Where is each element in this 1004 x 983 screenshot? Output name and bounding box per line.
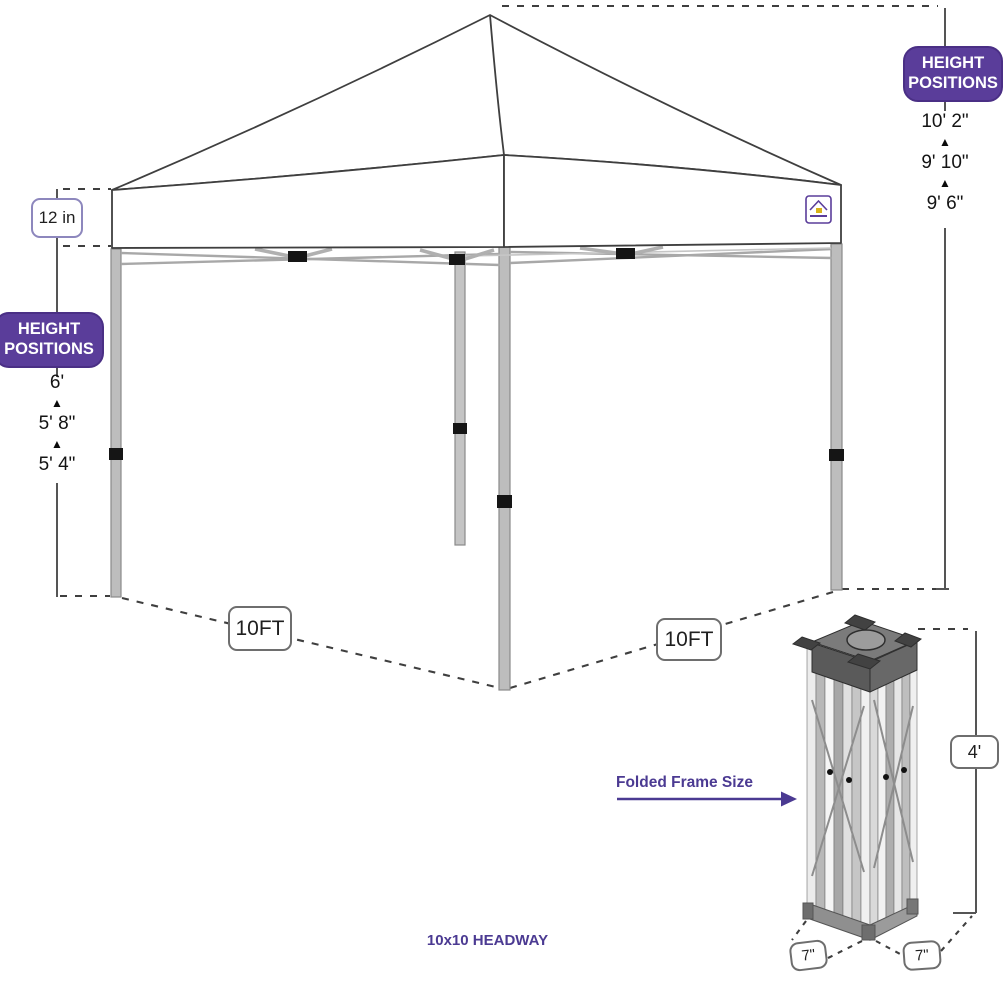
folded-frame-base-right-label: 7" — [902, 939, 942, 972]
folded-frame-base-left-label: 7" — [788, 938, 829, 973]
folded-frame-height-line — [953, 631, 977, 914]
folded-frame-right-face — [869, 644, 918, 938]
up-arrow-icon: ▲ — [939, 134, 951, 149]
left-height-values: 6' ▲ 5' 8" ▲ 5' 4" — [17, 372, 97, 476]
right-height-positions-badge: HEIGHT POSITIONS — [903, 46, 1003, 102]
brand-logo — [805, 195, 832, 224]
front-leg — [498, 246, 511, 691]
valance-right-face — [503, 154, 842, 248]
tent-legs — [109, 243, 844, 691]
right-height-values: 10' 2" ▲ 9' 10" ▲ 9' 6" — [905, 111, 985, 215]
folded-frame-height-label: 4' — [950, 735, 999, 769]
product-title: 10x10 HEADWAY — [426, 932, 549, 949]
folded-frame-rivets — [827, 767, 907, 783]
rear-leg — [454, 251, 466, 546]
height-value: 10' 2" — [921, 111, 969, 132]
valance-left-face — [111, 154, 505, 249]
truss-connector-blocks — [288, 248, 635, 265]
folded-frame-scissor-bars — [811, 699, 914, 877]
front-right-width-label: 10FT — [656, 618, 722, 661]
front-left-width-label: 10FT — [228, 606, 292, 651]
left-leg — [110, 248, 122, 598]
folded-frame-feet — [802, 898, 919, 941]
height-value: 6' — [49, 372, 65, 393]
folded-frame-size-label: Folded Frame Size — [616, 774, 753, 791]
up-arrow-icon: ▲ — [939, 175, 951, 190]
folded-frame-base-dashed-lines — [791, 915, 973, 959]
canopy-top — [111, 14, 842, 249]
folded-frame-illustration — [791, 614, 922, 941]
front-left-width-dashed-line — [121, 596, 501, 690]
folded-frame-arrow — [617, 791, 797, 807]
right-leg — [830, 243, 843, 591]
height-value: 9' 6" — [926, 193, 964, 215]
up-arrow-icon: ▲ — [51, 395, 63, 410]
folded-frame-top-cap — [791, 614, 922, 693]
leg-height-adjust-buttons — [109, 423, 844, 508]
height-value: 5' 8" — [38, 413, 76, 435]
truss-bars — [120, 245, 833, 267]
valance-height-label: 12 in — [31, 198, 83, 238]
height-value: 5' 4" — [38, 454, 76, 476]
up-arrow-icon: ▲ — [51, 436, 63, 451]
left-height-positions-badge: HEIGHT POSITIONS — [0, 312, 104, 368]
canopy-front-seam — [489, 14, 505, 156]
right-measurement-line — [936, 8, 949, 590]
height-value: 9' 10" — [921, 152, 969, 174]
